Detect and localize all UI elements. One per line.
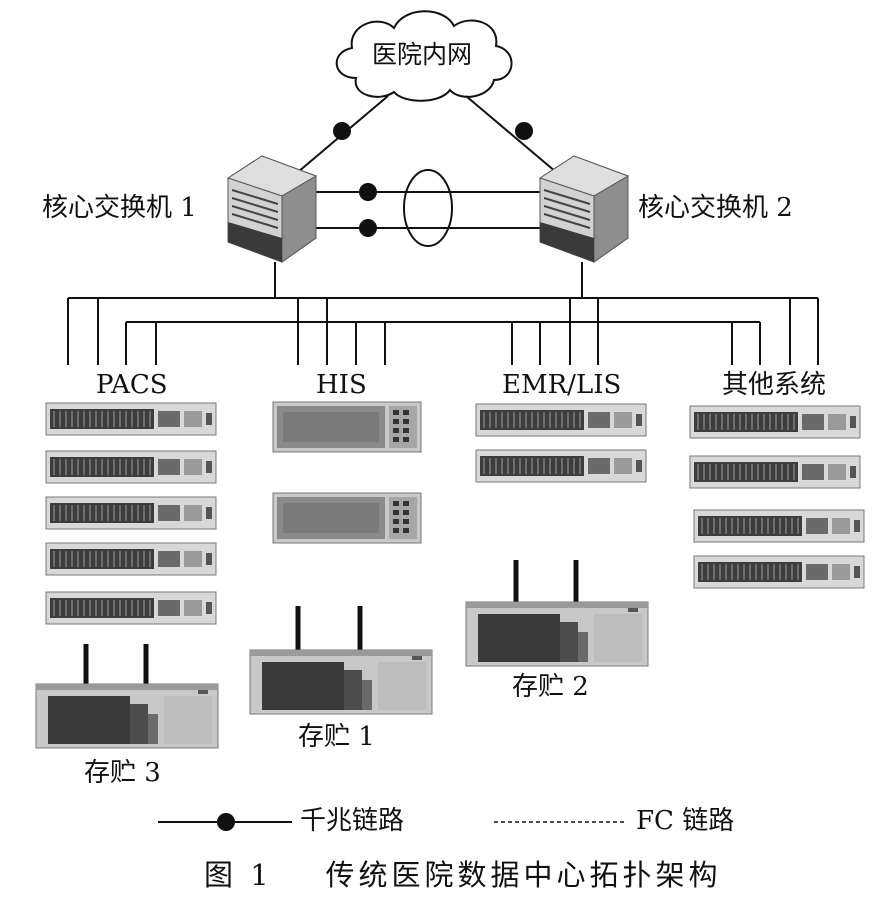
inter-link-dot-top xyxy=(359,183,377,201)
pacs-server xyxy=(45,450,217,484)
pacs-server xyxy=(45,591,217,625)
emr-server xyxy=(475,403,647,437)
storage-1-unit xyxy=(249,606,433,715)
emr-server xyxy=(475,449,647,483)
pacs-server xyxy=(45,542,217,576)
his-server xyxy=(272,401,422,453)
other-server xyxy=(693,509,865,543)
other-server xyxy=(689,455,861,489)
his-server xyxy=(272,492,422,544)
uplink-dot-left xyxy=(333,122,351,140)
cloud-label: 医院内网 xyxy=(372,40,473,69)
switch1-label: 核心交换机 1 xyxy=(42,193,197,223)
group-label-pacs: PACS xyxy=(96,370,168,400)
inter-switch-links xyxy=(314,169,542,247)
core-switch-2 xyxy=(539,155,629,263)
figure-caption: 图 1 传统医院数据中心拓扑架构 xyxy=(204,858,722,892)
group-label-emr: EMR/LIS xyxy=(502,370,622,400)
pacs-server xyxy=(45,496,217,530)
core-switch-1 xyxy=(227,155,317,263)
uplink-dot-right xyxy=(515,122,533,140)
legend-gigabit-label: 千兆链路 xyxy=(300,806,405,836)
storage-2-label: 存贮 2 xyxy=(512,672,589,702)
storage-1-label: 存贮 1 xyxy=(298,722,375,752)
storage-2-unit xyxy=(465,560,649,667)
distribution-bus xyxy=(67,262,819,365)
pacs-servers xyxy=(45,402,217,625)
other-servers xyxy=(689,405,865,589)
switch2-label: 核心交换机 2 xyxy=(638,193,793,223)
hospital-intranet-cloud xyxy=(335,10,513,102)
storage-3-label: 存贮 3 xyxy=(84,758,161,788)
group-label-other: 其他系统 xyxy=(722,370,827,400)
inter-link-dot-bottom xyxy=(359,219,377,237)
other-server xyxy=(689,405,861,439)
other-server xyxy=(693,555,865,589)
legend-fc-label: FC 链路 xyxy=(636,806,735,836)
emr-servers xyxy=(475,403,647,483)
storage-3-unit xyxy=(35,644,219,749)
group-label-his: HIS xyxy=(316,370,367,400)
pacs-server xyxy=(45,402,217,436)
his-servers xyxy=(272,401,422,544)
legend-gigabit-sample xyxy=(158,813,292,831)
